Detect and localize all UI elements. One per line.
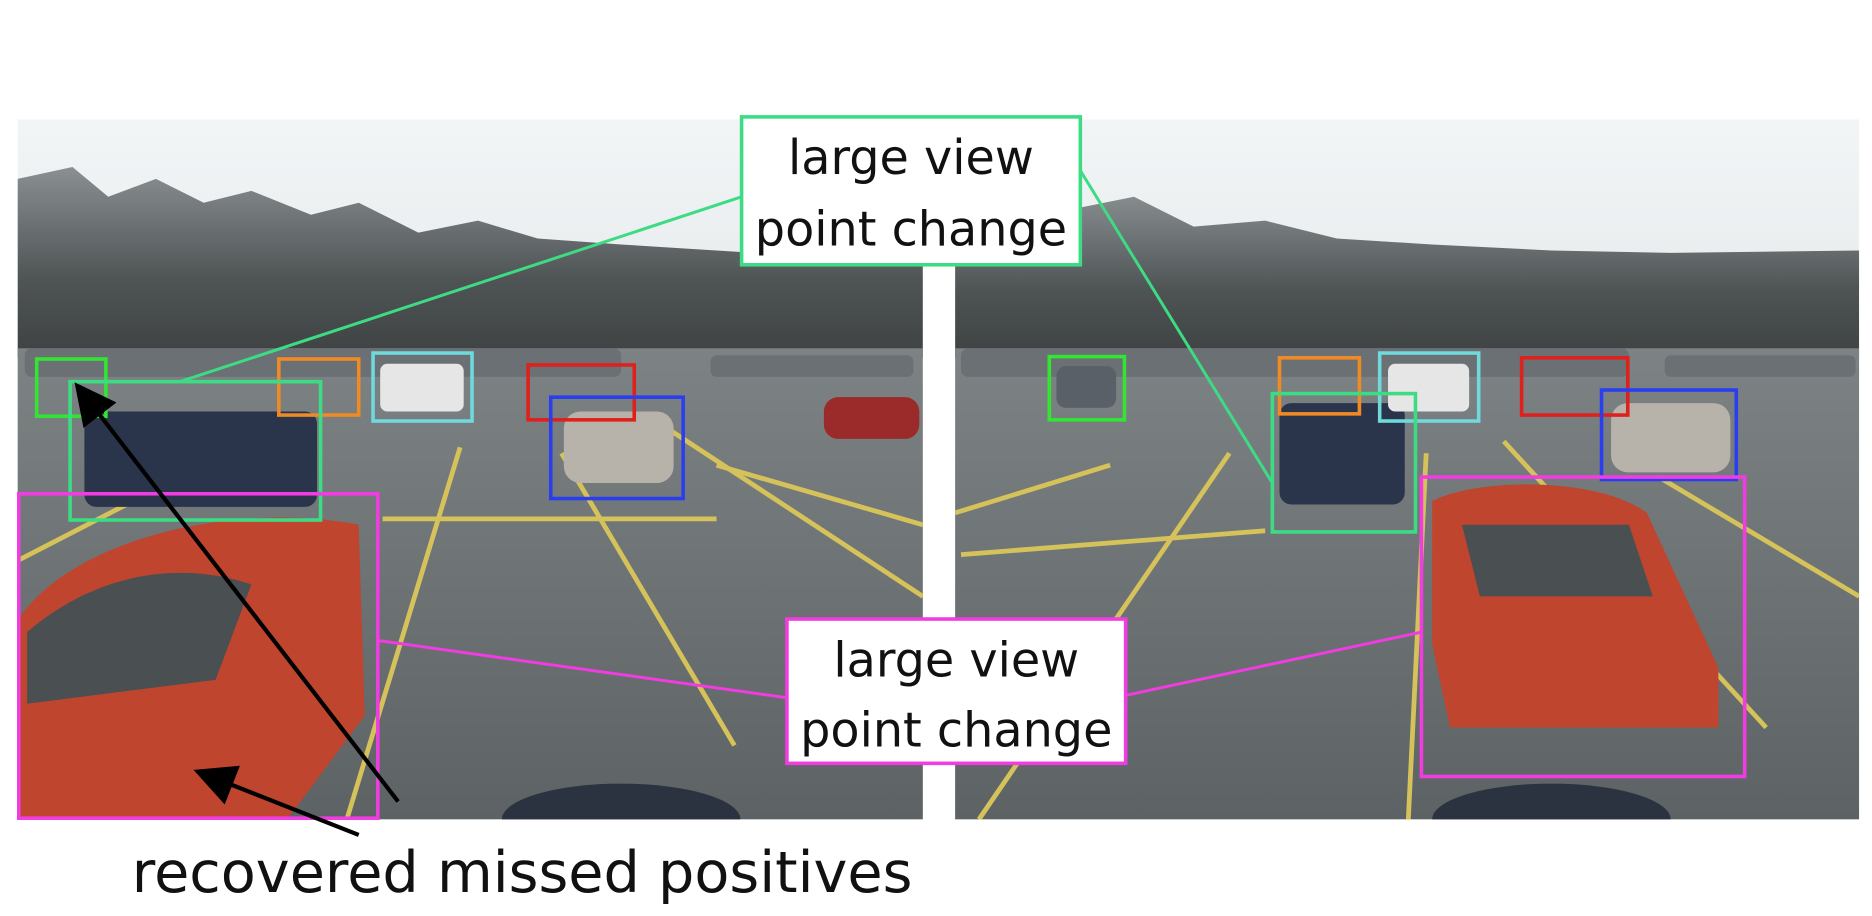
connector-magenta-left xyxy=(377,639,788,700)
bottom-label-line2: point change xyxy=(800,704,1112,759)
arrow-to-red-car xyxy=(193,765,360,837)
bbox-blue-left xyxy=(548,395,685,501)
bbox-cyan-right xyxy=(1377,351,1481,423)
bbox-magenta-right xyxy=(1419,475,1747,779)
bbox-red-left xyxy=(526,363,637,422)
top-label-line2: point change xyxy=(755,203,1067,258)
bbox-mint-left xyxy=(68,379,323,522)
connector-magenta-right xyxy=(1125,630,1422,697)
bbox-green-right xyxy=(1047,354,1127,422)
bottom-label-box: large view point change xyxy=(785,617,1128,766)
top-label-box: large view point change xyxy=(739,115,1083,267)
connector-mint-right xyxy=(1079,169,1274,484)
connector-mint-left xyxy=(179,195,743,384)
bbox-cyan-left xyxy=(371,351,474,423)
bbox-mint-right xyxy=(1270,391,1418,534)
top-label-line1: large view xyxy=(788,131,1034,186)
bbox-red-right xyxy=(1519,356,1630,417)
bbox-magenta-left xyxy=(17,491,380,820)
bbox-blue-right xyxy=(1599,388,1739,482)
caption-recovered-missed-positives: recovered missed positives xyxy=(132,839,913,906)
bbox-orange-right xyxy=(1277,356,1362,416)
arrow-to-green-box xyxy=(74,382,400,803)
bottom-label-line1: large view xyxy=(833,633,1079,688)
